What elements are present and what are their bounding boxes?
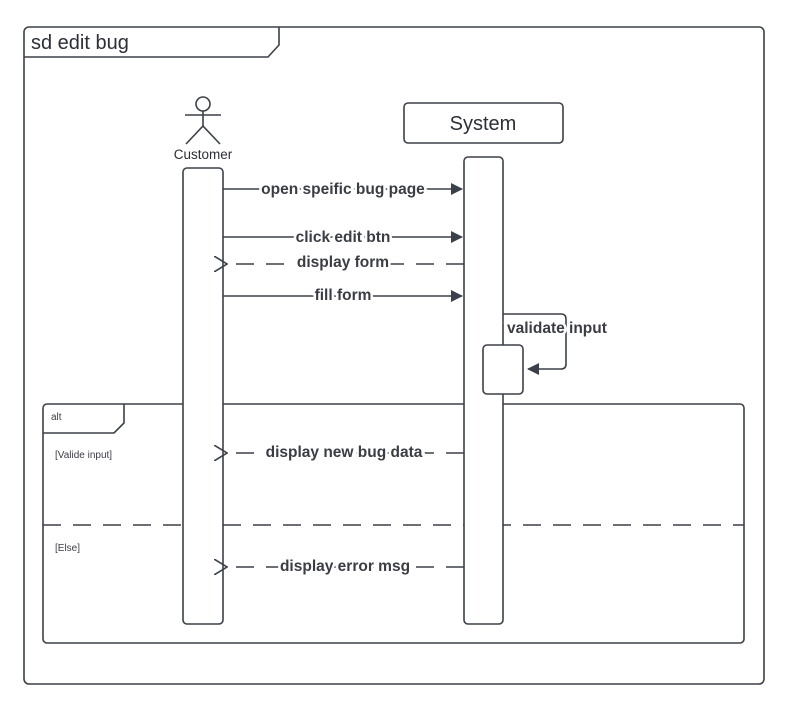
- system-participant-box: [403, 102, 564, 144]
- customer-actor-icon: [185, 96, 221, 145]
- alt-fragment-border: [42, 403, 745, 644]
- message-display-error-label: display error msg: [280, 558, 410, 575]
- alt-guard-valid: [Valide input]: [55, 450, 112, 461]
- message-validate-input-label: validate input: [507, 320, 607, 337]
- alt-fragment-tab: [43, 404, 125, 434]
- message-display-form-label: display form: [297, 254, 389, 271]
- system-participant-label: System: [450, 113, 517, 135]
- customer-actor-label: Customer: [174, 147, 233, 162]
- message-fill-form-label: fill form: [315, 287, 372, 304]
- system-nested-activation: [482, 344, 524, 395]
- message-display-new-bug-data-label: display new bug data: [266, 444, 423, 461]
- alt-fragment-operator: alt: [51, 412, 62, 423]
- frame-title-tab: [24, 27, 280, 58]
- message-validate-input-arrow: [503, 313, 567, 375]
- message-click-edit-label: click edit btn: [296, 229, 391, 246]
- alt-guard-else: [Else]: [55, 543, 80, 554]
- customer-activation-bar: [182, 167, 224, 625]
- frame-title: sd edit bug: [31, 32, 129, 54]
- message-open-bug-page-label: open speific bug page: [261, 181, 425, 198]
